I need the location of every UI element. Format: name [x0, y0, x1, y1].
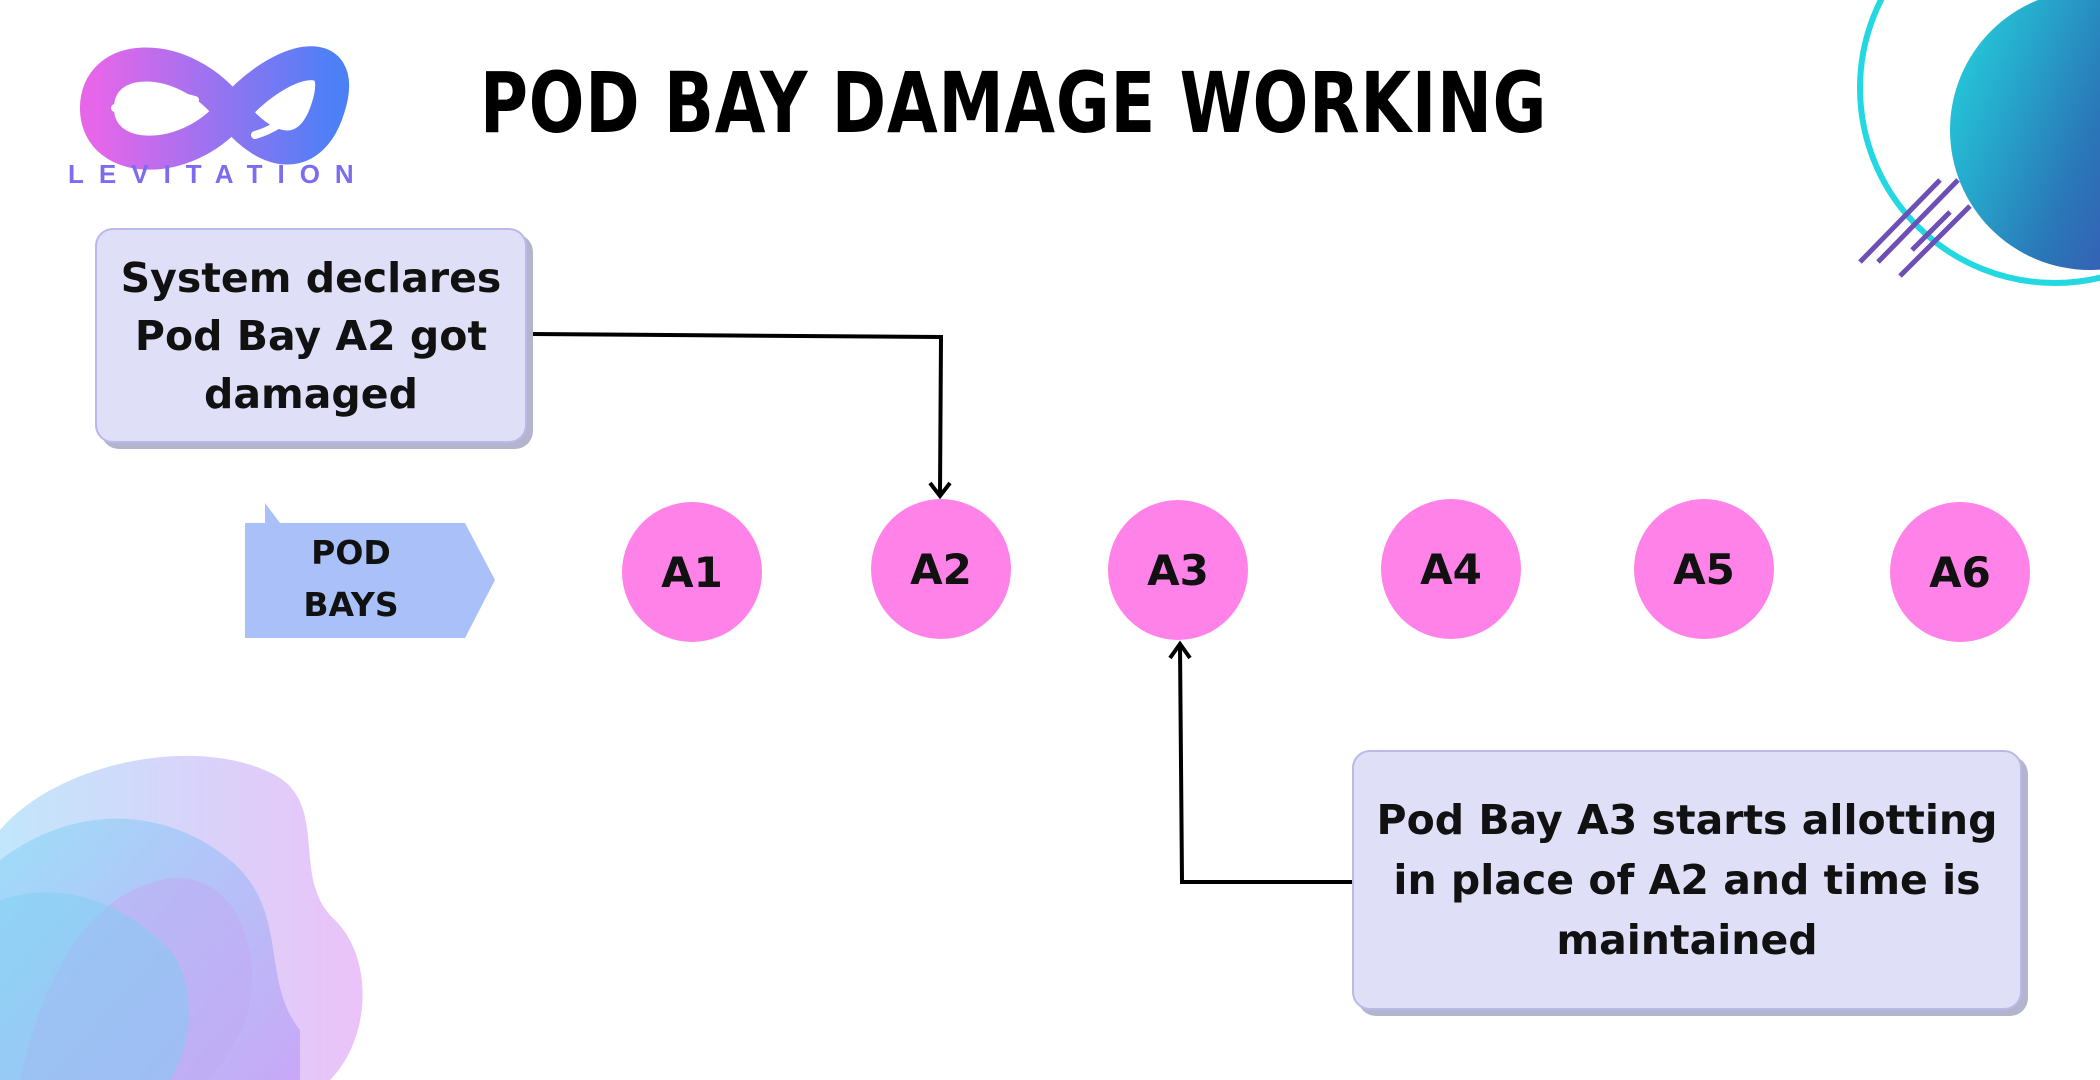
- pod-bays-label: POD BAYS: [245, 520, 477, 638]
- pod-bays-label-line: BAYS: [303, 585, 399, 624]
- page-title: POD BAY DAMAGE WORKING: [480, 54, 1548, 152]
- pod-bay-a5: A5: [1634, 499, 1774, 639]
- pod-bays-label-line: POD: [311, 533, 391, 572]
- pod-bay-a2: A2: [871, 499, 1011, 639]
- callout-line: Pod Bay A2 got: [134, 311, 488, 360]
- pod-bay-a1: A1: [622, 502, 762, 642]
- connector-damaged-to-a2: [530, 332, 952, 500]
- callout-line: System declares: [120, 253, 502, 302]
- pod-bay-a4: A4: [1381, 499, 1521, 639]
- callout-damaged: System declares Pod Bay A2 got damaged: [95, 228, 527, 443]
- connector-allotting-to-a3: [1168, 640, 1352, 884]
- pod-bay-a6: A6: [1890, 502, 2030, 642]
- callout-line: Pod Bay A3 starts allotting: [1376, 796, 1998, 844]
- callout-allotting: Pod Bay A3 starts allotting in place of …: [1352, 750, 2022, 1010]
- corner-circle-decoration: [1857, 0, 2100, 286]
- pod-bays-arrow-shape: [245, 503, 495, 638]
- callout-line: maintained: [1556, 916, 1818, 964]
- infinity-logo-icon: [80, 46, 350, 170]
- brand-name: LEVITATION: [68, 159, 369, 189]
- callout-line: in place of A2 and time is: [1393, 856, 1981, 904]
- pod-bay-a3: A3: [1108, 500, 1248, 640]
- callout-line: damaged: [204, 369, 418, 418]
- corner-blob-decoration: [0, 755, 363, 1080]
